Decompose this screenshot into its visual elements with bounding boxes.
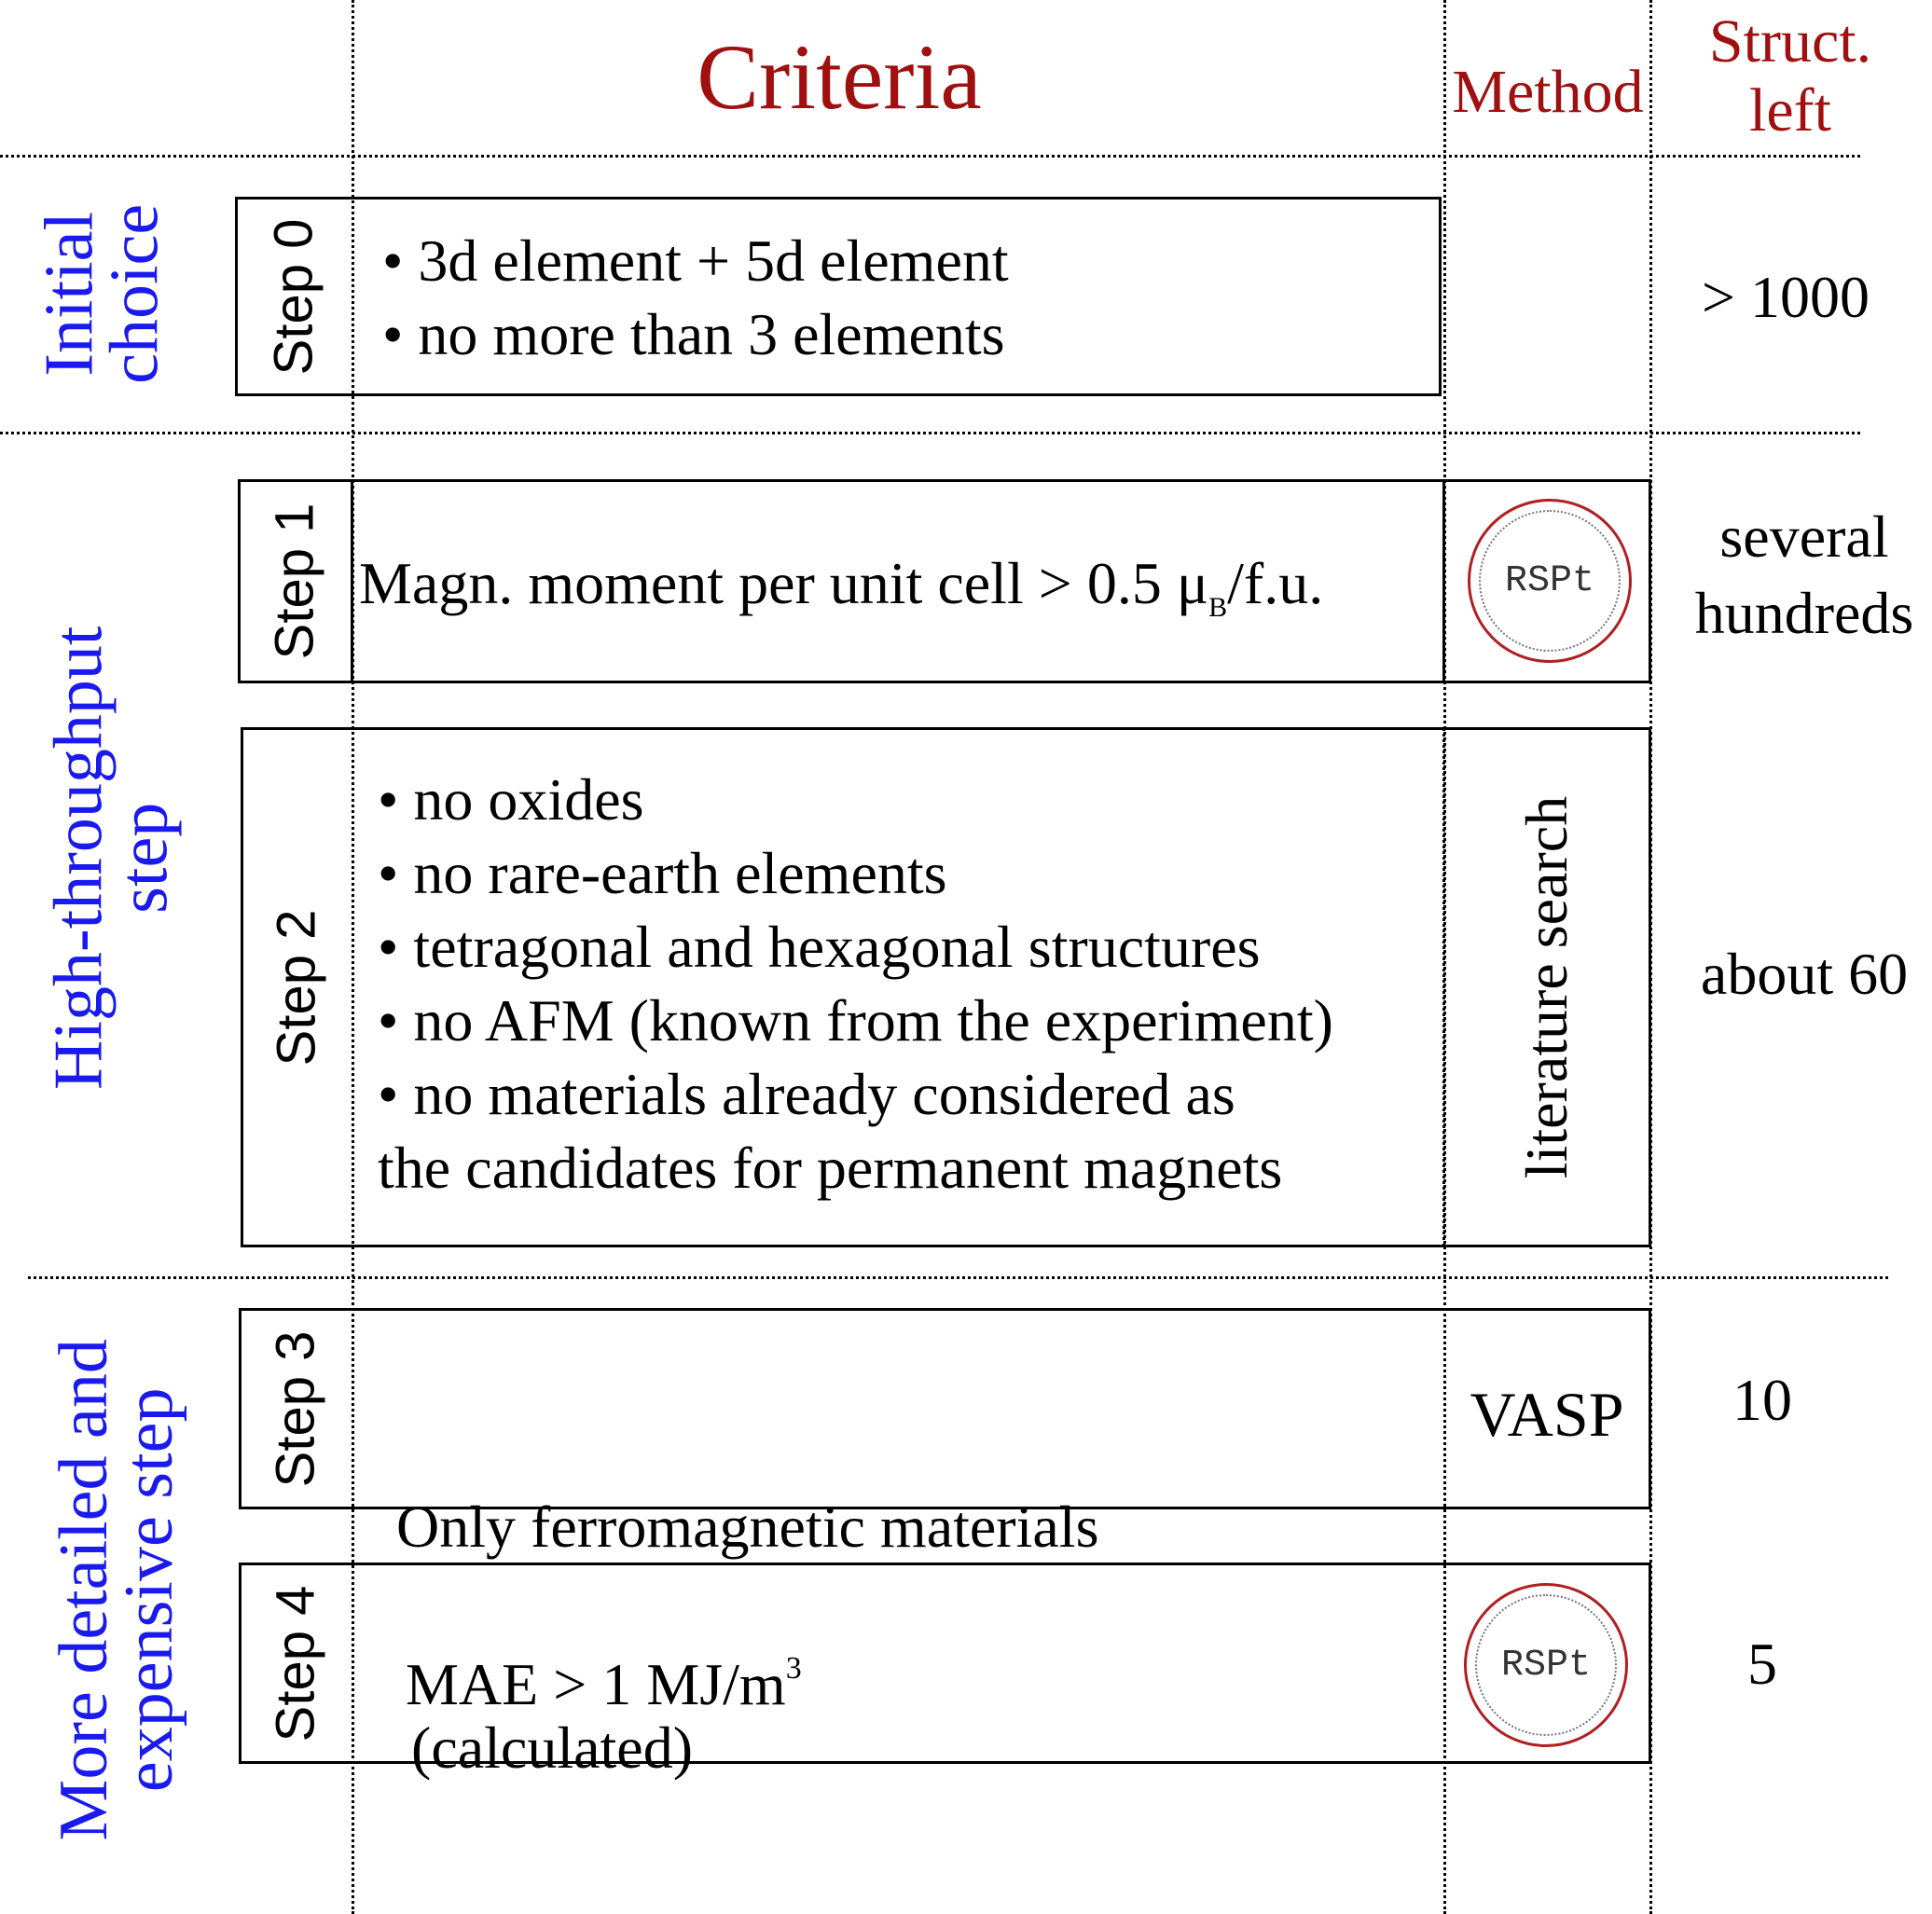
step0-criteria: • 3d element + 5d element • no more than… xyxy=(382,224,1009,371)
divider-highthroughput xyxy=(28,1276,1888,1279)
step1-label-divider xyxy=(351,479,353,683)
criteria-header: Criteria xyxy=(697,25,982,129)
step2-struct-left: about 60 xyxy=(1700,941,1909,1007)
step2-box xyxy=(241,727,1651,1247)
step2-label: Step 2 xyxy=(241,727,352,1247)
phase-detailed-line1: More detailed and xyxy=(45,1338,122,1841)
step0-box xyxy=(235,197,1442,396)
step1-struct-left: several hundreds xyxy=(1669,499,1932,652)
step4-criterion-sup: 3 xyxy=(785,1651,802,1686)
step2-criterion-6: the candidates for permanent magnets xyxy=(378,1135,1283,1201)
step2-method-text: literature search xyxy=(1513,795,1580,1179)
phase-initial-line2: choice xyxy=(97,203,173,384)
step4-method-text: RSPt xyxy=(1500,1644,1591,1687)
step3-struct-left: 10 xyxy=(1732,1367,1792,1433)
step0-criterion-2: • no more than 3 elements xyxy=(382,301,1005,367)
method-header: Method xyxy=(1452,58,1644,126)
step0-label: Step 0 xyxy=(235,197,352,396)
step4-struct-left: 5 xyxy=(1747,1631,1777,1697)
step4-rspt-logo-icon: RSPt xyxy=(1464,1583,1628,1747)
struct-left-header-line2: left xyxy=(1749,76,1831,145)
step1-criterion-tail: /f.u. xyxy=(1227,550,1324,616)
struct-left-header-line1: Struct. xyxy=(1708,7,1872,76)
step2-method: literature search xyxy=(1444,727,1649,1247)
divider-left-column xyxy=(352,0,354,1914)
step0-criterion-1: • 3d element + 5d element xyxy=(382,227,1009,294)
step1-method-text: RSPt xyxy=(1504,559,1594,602)
step0-label-text: Step 0 xyxy=(263,218,324,375)
step3-label: Step 3 xyxy=(239,1308,352,1509)
step3-label-text: Step 3 xyxy=(265,1330,326,1487)
step1-label: Step 1 xyxy=(238,479,352,683)
step1-label-text: Step 1 xyxy=(264,503,325,660)
divider-header xyxy=(0,155,1860,158)
step3-criterion-2: (calculated) xyxy=(396,1714,693,1781)
step3-criterion-1: Only ferromagnetic materials xyxy=(396,1494,1099,1560)
phase-initial-line1: Initial xyxy=(31,211,108,377)
step2-criteria: • no oxides • no rare-earth elements • t… xyxy=(378,763,1333,1205)
step2-criterion-4: • no AFM (known from the experiment) xyxy=(378,987,1333,1053)
step2-criterion-1: • no oxides xyxy=(378,766,644,833)
phase-detailed: More detailed and expensive step xyxy=(0,1291,233,1888)
step1-struct-left-line2: hundreds xyxy=(1694,580,1914,646)
step3-method: VASP xyxy=(1470,1379,1624,1450)
step1-struct-left-line1: several xyxy=(1719,503,1889,570)
phase-highthroughput-line2: step xyxy=(106,802,183,914)
step4-label: Step 4 xyxy=(239,1563,352,1764)
divider-initial xyxy=(0,432,1860,434)
step3-box xyxy=(239,1308,1651,1509)
phase-detailed-line2: expensive step xyxy=(111,1387,187,1792)
step2-criterion-3: • tetragonal and hexagonal structures xyxy=(378,914,1261,980)
step2-criterion-2: • no rare-earth elements xyxy=(378,840,947,906)
step3-criteria: Only ferromagnetic materials (calculated… xyxy=(396,1343,1098,1858)
step4-label-text: Step 4 xyxy=(265,1585,326,1742)
step1-criterion-main: Magn. moment per unit cell > 0.5 μ xyxy=(359,550,1209,616)
step2-label-text: Step 2 xyxy=(266,909,327,1066)
step2-criterion-5: • no materials already considered as xyxy=(378,1061,1235,1127)
phase-initial-choice: Initial choice xyxy=(0,168,205,420)
struct-left-header: Struct. left xyxy=(1650,7,1930,145)
step4-criteria: MAE > 1 MJ/m3 xyxy=(406,1632,802,1721)
step4-criterion-main: MAE > 1 MJ/m xyxy=(406,1651,786,1717)
step1-criterion-sub: B xyxy=(1208,591,1228,623)
phase-high-throughput: High-throughput step xyxy=(0,448,224,1268)
step1-criteria: Magn. moment per unit cell > 0.5 μB/f.u. xyxy=(359,546,1323,644)
step4-box xyxy=(239,1563,1651,1764)
step2-method-divider xyxy=(1442,727,1445,1247)
step0-struct-left: > 1000 xyxy=(1701,264,1870,330)
step1-method-divider xyxy=(1442,479,1445,683)
step1-rspt-logo-icon: RSPt xyxy=(1468,499,1632,663)
step1-box xyxy=(238,479,1651,683)
phase-highthroughput-line1: High-throughput xyxy=(40,626,117,1090)
